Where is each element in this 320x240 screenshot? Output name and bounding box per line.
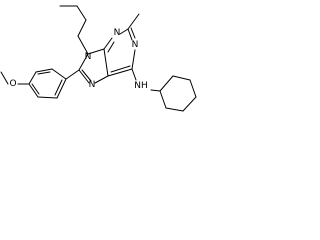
bond: [78, 69, 90, 84]
bond: [35, 68, 53, 73]
cyclohexane-ring: [159, 75, 197, 112]
atom-n1: N: [132, 40, 139, 50]
atom-o: O: [9, 79, 16, 89]
atom-nh: NH: [134, 81, 148, 91]
butyl-chain: [59, 5, 89, 55]
bond: [107, 68, 133, 77]
bond: [78, 53, 89, 71]
imidazole-ring: [78, 48, 109, 84]
pyrimidine-ring: [103, 27, 136, 77]
bond: [131, 49, 136, 70]
bond: [81, 69, 92, 82]
phenyl-ring: [28, 68, 67, 99]
bond: [131, 68, 137, 81]
bond: [94, 75, 109, 84]
bond: [103, 37, 113, 50]
bond: [54, 79, 63, 96]
bond: [76, 5, 87, 21]
bond: [28, 83, 39, 98]
atom-n7: N: [89, 80, 96, 90]
bond: [150, 89, 161, 92]
bond: [127, 28, 133, 41]
methyl-bond: [127, 13, 140, 30]
bond: [172, 75, 191, 81]
bond: [119, 28, 129, 35]
molecule-diagram: N N N N NH O: [0, 5, 197, 112]
bond: [31, 83, 40, 95]
bond: [87, 48, 105, 55]
atom-n3: N: [114, 28, 121, 38]
bond: [28, 71, 37, 85]
bond: [56, 78, 67, 99]
bond: [37, 96, 58, 99]
bond: [77, 19, 87, 37]
bond: [159, 90, 167, 109]
bond: [189, 79, 197, 98]
bond: [130, 27, 136, 39]
bond: [110, 65, 131, 73]
bond: [65, 69, 80, 80]
bond: [103, 48, 109, 77]
bond: [77, 35, 89, 55]
methyl-bond: [0, 71, 9, 85]
atom-n9: N: [85, 52, 92, 62]
bond: [182, 96, 197, 112]
bond: [51, 68, 67, 80]
bond: [159, 75, 174, 92]
bond: [107, 41, 115, 53]
bond: [165, 107, 184, 112]
bond: [37, 71, 51, 75]
